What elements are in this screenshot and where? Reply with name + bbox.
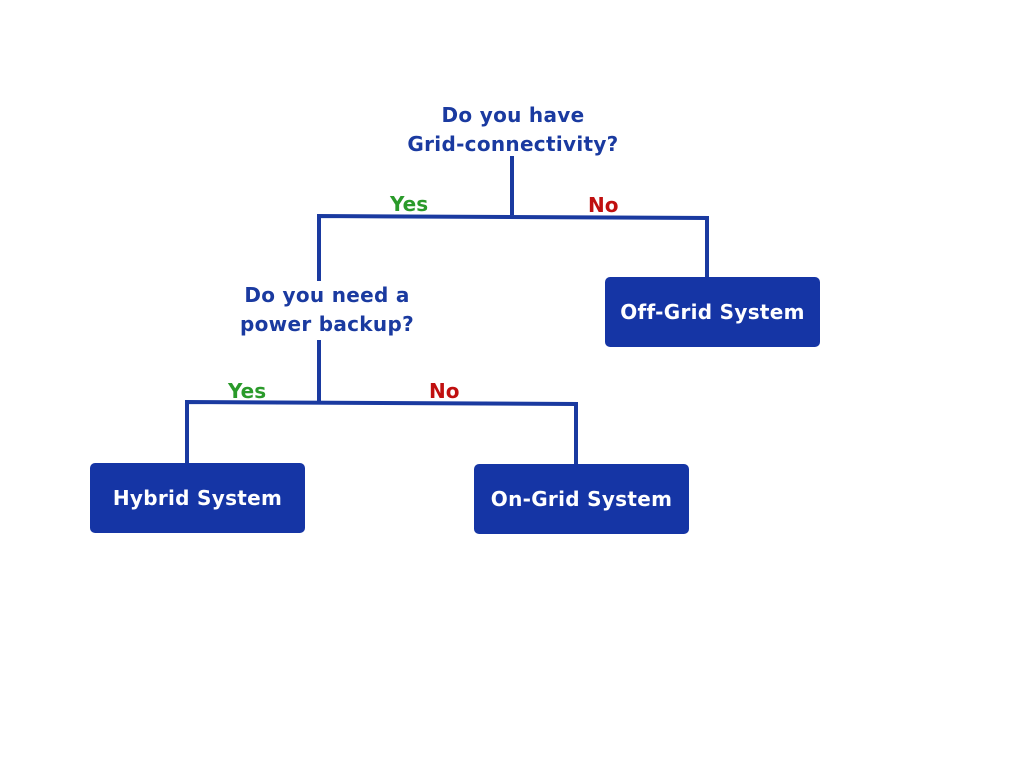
label-no-backup: No — [429, 379, 460, 403]
result-hybrid-system: Hybrid System — [90, 463, 305, 533]
label-no-grid: No — [588, 193, 619, 217]
label-yes-grid: Yes — [390, 192, 429, 216]
question-power-backup-line-1: Do you need a — [244, 283, 410, 307]
question-grid-connectivity: Do you have Grid-connectivity? — [382, 101, 644, 159]
connector-root-branch — [317, 213, 709, 281]
question-power-backup-line-2: power backup? — [240, 312, 414, 336]
question-grid-connectivity-line-2: Grid-connectivity? — [407, 132, 619, 156]
connector-backup-branch — [185, 399, 578, 464]
question-grid-connectivity-line-1: Do you have — [441, 103, 585, 127]
result-on-grid-system: On-Grid System — [474, 464, 689, 534]
question-power-backup: Do you need a power backup? — [212, 281, 442, 339]
result-off-grid-system: Off-Grid System — [605, 277, 820, 347]
label-yes-backup: Yes — [228, 379, 267, 403]
